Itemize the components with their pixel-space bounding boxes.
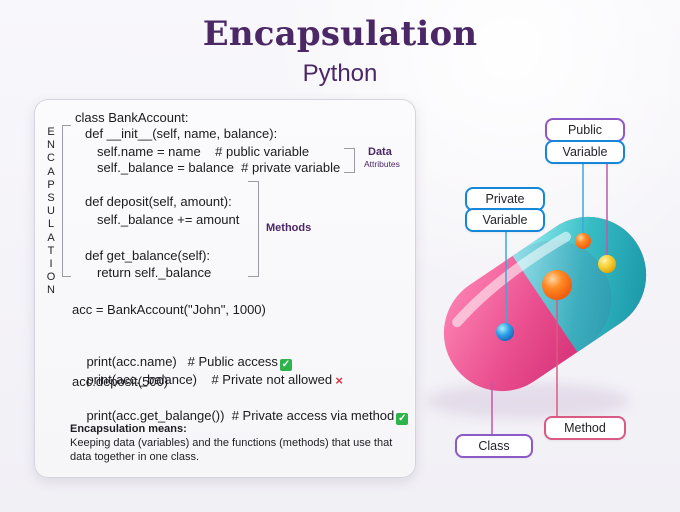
- public-label: Public: [545, 118, 625, 142]
- object-creation-line: acc = BankAccount("John", 1000): [72, 302, 266, 317]
- code-line-deposit: def deposit(self, amount):: [85, 194, 232, 209]
- methods-label: Methods: [266, 222, 312, 234]
- code-line-private-variable: self._balance = balance # private variab…: [97, 160, 341, 175]
- deposit-call-line: acc.deposit(500): [72, 374, 169, 389]
- vertical-letter-i: I: [49, 258, 53, 271]
- private-access-code: print(acc._balance) # Private not allowe…: [86, 372, 333, 387]
- public-access-line: print(acc.name) # Public access✓: [72, 338, 292, 387]
- data-attributes-sub-label: Attributes: [364, 159, 400, 169]
- code-line-get-balance: def get_balance(self):: [85, 248, 211, 263]
- vertical-letter-a-2: A: [47, 231, 55, 244]
- capsule-highlight: [452, 231, 571, 328]
- code-line-deposit-body: self._balance += amount: [97, 212, 240, 227]
- vertical-letter-s: S: [47, 192, 55, 205]
- capsule-shadow: [426, 383, 630, 419]
- private-variable-ball: [496, 323, 514, 341]
- code-line-init: def __init__(self, name, balance):: [85, 126, 278, 141]
- encapsulation-definition-title: Encapsulation means:: [70, 423, 187, 435]
- check-icon: ✓: [396, 413, 409, 425]
- public-access-code: print(acc.name) # Public access: [86, 354, 278, 369]
- vertical-letter-t: T: [47, 244, 55, 257]
- vertical-letter-e: E: [47, 126, 55, 138]
- code-line-class: class BankAccount:: [75, 110, 189, 125]
- page-title: Encapsulation: [202, 14, 478, 54]
- encapsulation-bracket: [62, 125, 71, 277]
- method-ball: [542, 270, 572, 300]
- encapsulation-vertical-label: E N C A P S U L A T I O N: [46, 126, 56, 298]
- code-card: [34, 99, 416, 478]
- vertical-letter-p: P: [47, 178, 55, 191]
- code-line-return-balance: return self._balance: [97, 265, 212, 280]
- vertical-letter-n: N: [47, 139, 55, 152]
- vertical-letter-u: U: [47, 205, 55, 218]
- encapsulation-definition-line-1: Keeping data (variables) and the functio…: [70, 437, 393, 449]
- code-line-public-variable: self.name = name # public variable: [97, 144, 310, 159]
- vertical-letter-n-2: N: [47, 284, 55, 297]
- vertical-letter-l: L: [47, 218, 55, 231]
- capsule: [443, 216, 647, 392]
- vertical-letter-a: A: [47, 165, 55, 178]
- class-label: Class: [455, 434, 533, 458]
- public-variable-ball-2: [598, 255, 616, 273]
- method-label: Method: [544, 416, 626, 440]
- cross-icon: ×: [335, 373, 343, 388]
- check-icon: ✓: [279, 359, 292, 371]
- method-access-line: print(acc.get_balange()) # Private acces…: [72, 392, 409, 441]
- private-variable-label: Variable: [465, 208, 545, 232]
- method-access-code: print(acc.get_balange()) # Private acces…: [86, 408, 395, 423]
- data-attributes-bracket: [344, 148, 355, 173]
- methods-bracket: [248, 181, 259, 277]
- public-variable-ball: [575, 233, 591, 249]
- private-access-line: print(acc._balance) # Private not allowe…: [72, 356, 344, 404]
- public-variable-label: Variable: [545, 140, 625, 164]
- data-attributes-label: Data: [368, 146, 392, 158]
- encapsulation-definition-line-2: data together in one class.: [70, 451, 200, 463]
- vertical-letter-o: O: [46, 271, 56, 284]
- vertical-letter-c: C: [47, 152, 55, 165]
- page-subtitle: Python: [302, 60, 378, 87]
